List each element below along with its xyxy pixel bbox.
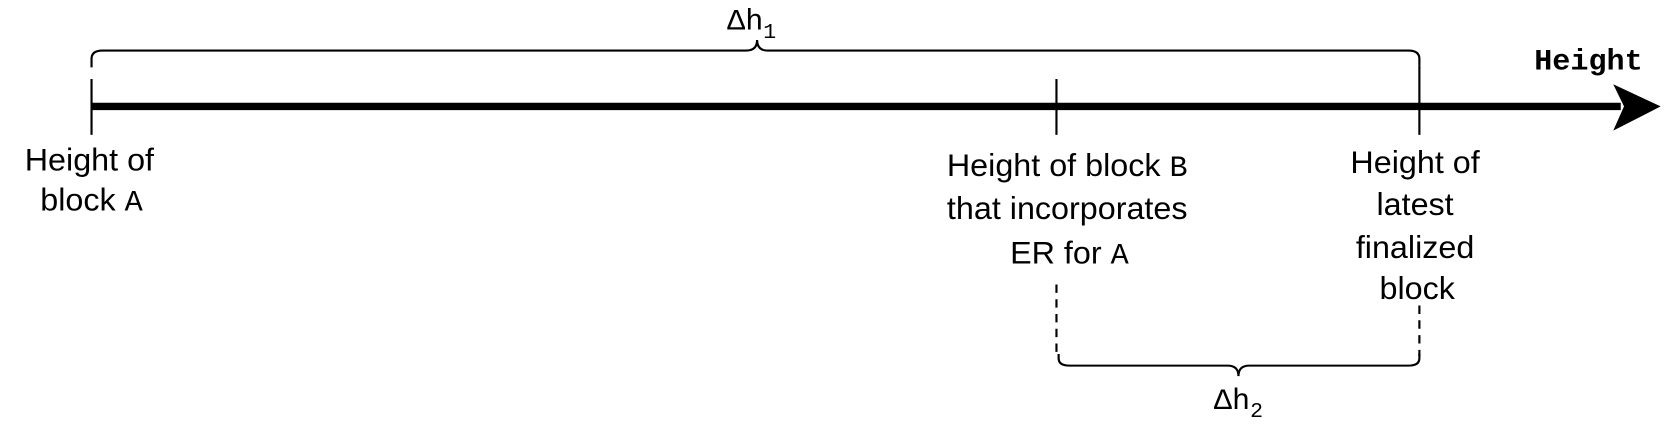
delta-h1-label: Δh1 [727,5,776,45]
brace-delta-h2 [1057,354,1421,377]
axis-label: Height [1534,45,1643,79]
axis-arrowhead [1613,84,1661,131]
brace-delta-h1 [90,39,1421,68]
delta-h2-label: Δh2 [1214,384,1263,424]
latest-finalized-label: Height of latest finalized block [1350,144,1484,306]
block-b-label: Height of block B that incorporates ER f… [947,147,1192,272]
block-a-label: Height of block A [25,142,159,220]
